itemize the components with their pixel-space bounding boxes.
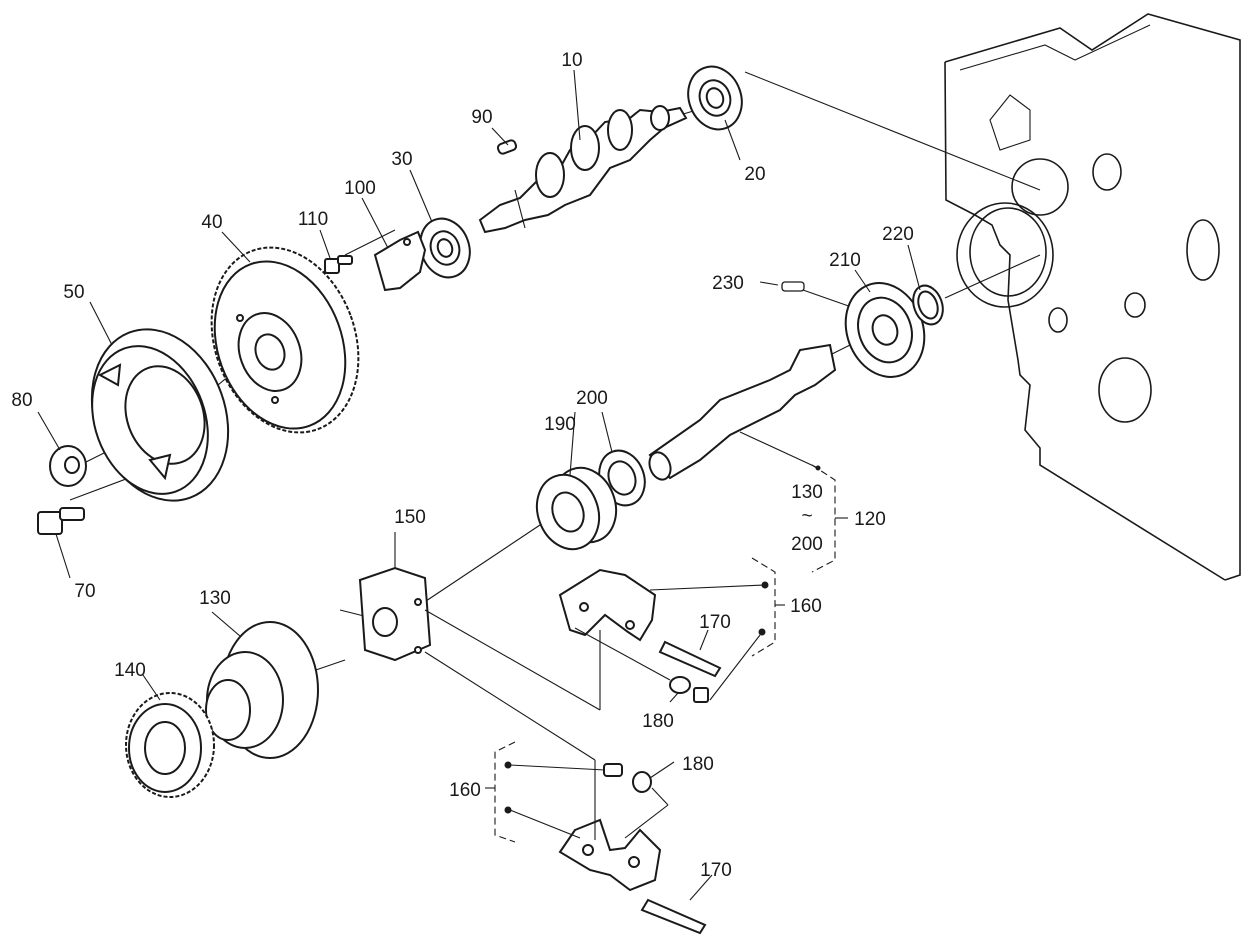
label-190: 190 (544, 414, 576, 435)
label-160-upper: 160 (790, 596, 822, 617)
bushing-180-upper (669, 676, 709, 703)
sleeve-190 (535, 466, 618, 551)
label-90: 90 (471, 107, 492, 128)
label-160-lower: 160 (449, 780, 481, 801)
label-170-upper: 170 (699, 612, 731, 633)
label-130-range: 130 (791, 482, 823, 503)
bushing-180-lower (603, 763, 652, 793)
label-210: 210 (829, 250, 861, 271)
circlip-220 (912, 284, 944, 326)
lever-160-lower (558, 818, 662, 892)
weight-130 (205, 621, 319, 759)
engine-block (944, 13, 1241, 581)
label-tilde: ~ (801, 506, 812, 527)
plate-100 (373, 230, 427, 292)
bracket-160-lower (494, 741, 516, 843)
shaft-120 (648, 343, 837, 481)
nut-80 (49, 445, 87, 487)
gear-140 (125, 692, 215, 798)
label-40: 40 (201, 212, 222, 233)
block-150 (358, 566, 432, 662)
bracket-160-upper (751, 557, 776, 657)
label-140: 140 (114, 660, 146, 681)
label-110: 110 (298, 209, 328, 230)
label-200-range: 200 (791, 534, 823, 555)
label-50: 50 (63, 282, 84, 303)
bolt-110 (324, 255, 353, 274)
label-200-top: 200 (576, 388, 608, 409)
label-30: 30 (391, 149, 412, 170)
label-80: 80 (11, 390, 32, 411)
pin-170-lower (640, 898, 707, 935)
label-230: 230 (712, 273, 744, 294)
bolt-70 (37, 507, 85, 535)
label-180-upper: 180 (642, 711, 674, 732)
lever-160-upper (558, 568, 657, 642)
label-20: 20 (744, 164, 765, 185)
leader-lines (37, 69, 921, 901)
label-120: 120 (854, 509, 886, 530)
label-150: 150 (394, 507, 426, 528)
label-170-lower: 170 (700, 860, 732, 881)
label-100: 100 (344, 178, 376, 199)
gear-40 (210, 246, 360, 434)
camshaft-part (478, 105, 688, 234)
key-90 (496, 139, 518, 155)
label-220: 220 (882, 224, 914, 245)
pin-170-upper (658, 640, 722, 678)
linkage-lines (424, 584, 766, 840)
bracket-120 (811, 464, 836, 573)
label-130: 130 (199, 588, 231, 609)
part-labels: 10 90 20 30 100 40 110 50 80 70 220 210 … (11, 50, 913, 881)
label-180-lower: 180 (682, 754, 714, 775)
label-70: 70 (74, 581, 95, 602)
bearing-210 (844, 282, 926, 378)
housing-50 (90, 328, 230, 502)
label-10: 10 (561, 50, 582, 71)
bearing-20 (687, 65, 743, 131)
